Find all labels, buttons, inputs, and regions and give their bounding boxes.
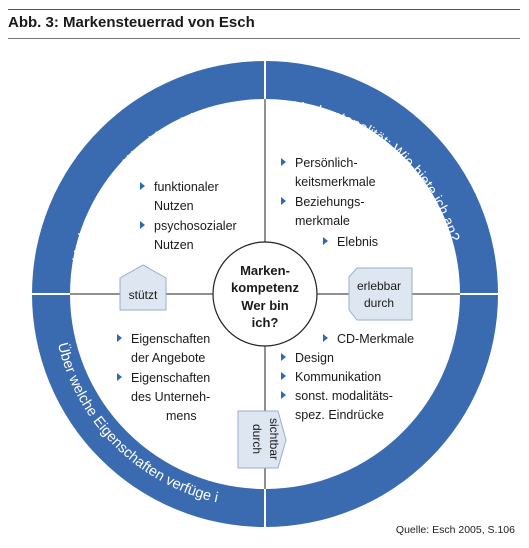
bullet-chevron-icon — [281, 197, 286, 205]
bullet-chevron-icon — [281, 391, 286, 399]
tl-item-2-line1: psychosozialer — [154, 219, 237, 233]
connector-sichtbar-line2: durch — [250, 424, 264, 454]
connector-erlebbar-line1: erlebbar — [357, 279, 401, 293]
bullet-chevron-icon — [281, 372, 286, 380]
figure-title: Abb. 3: Markensteuerrad von Esch — [8, 14, 255, 31]
tr-item-1-line1: Persönlich- — [295, 156, 358, 170]
bullet-chevron-icon — [281, 353, 286, 361]
tl-item-2-line2: Nutzen — [154, 238, 194, 252]
connector-sichtbar-shape — [237, 410, 287, 469]
center-label-line4: ich? — [252, 315, 279, 330]
connector-sichtbar-line1: sichtbar — [267, 418, 281, 460]
top-rule — [8, 9, 520, 10]
bullet-chevron-icon — [117, 373, 122, 381]
bl-item-2-line1: Eigenschaften — [131, 371, 210, 385]
tl-item-1-line1: funktionaler — [154, 180, 219, 194]
tr-item-1-line2: keitsmerkmale — [295, 175, 376, 189]
bl-item-1-line2: der Angebote — [131, 351, 205, 365]
bullet-chevron-icon — [140, 182, 145, 190]
tr-item-2-line2: merkmale — [295, 214, 350, 228]
bullet-chevron-icon — [323, 237, 328, 245]
source-credit: Quelle: Esch 2005, S.106 — [395, 524, 515, 536]
br-item-3: Kommunikation — [295, 370, 381, 384]
center-circle — [212, 241, 318, 347]
connector-erlebbar-line2: durch — [364, 296, 394, 310]
connector-stuetzt-label: stützt — [129, 288, 158, 302]
tr-item-2-line1: Beziehungs- — [295, 195, 365, 209]
br-item-4-line1: sonst. modalitäts- — [295, 389, 393, 403]
br-item-2: Design — [295, 351, 334, 365]
bl-item-1-line1: Eigenschaften — [131, 332, 210, 346]
title-bar: Abb. 3: Markensteuerrad von Esch — [0, 0, 529, 40]
tl-item-1-line2: Nutzen — [154, 199, 194, 213]
bl-item-2-line2: des Unterneh- — [131, 390, 210, 404]
br-item-1: CD-Merkmale — [337, 332, 414, 346]
bullet-chevron-icon — [323, 334, 328, 342]
bl-item-2-line3: mens — [166, 409, 197, 423]
title-rule — [8, 38, 520, 39]
center-label-line1: Marken- — [240, 263, 290, 278]
bullet-chevron-icon — [117, 334, 122, 342]
connector-erlebbar-shape — [348, 267, 413, 321]
bullet-chevron-icon — [281, 158, 286, 166]
br-item-4-line2: spez. Eindrücke — [295, 408, 384, 422]
connector-stuetzt-shape — [119, 264, 167, 311]
tr-item-3: Elebnis — [337, 235, 378, 249]
bullet-chevron-icon — [140, 221, 145, 229]
center-label-line3: Wer bin — [241, 298, 288, 313]
center-label-line2: kompetenz — [231, 280, 299, 295]
